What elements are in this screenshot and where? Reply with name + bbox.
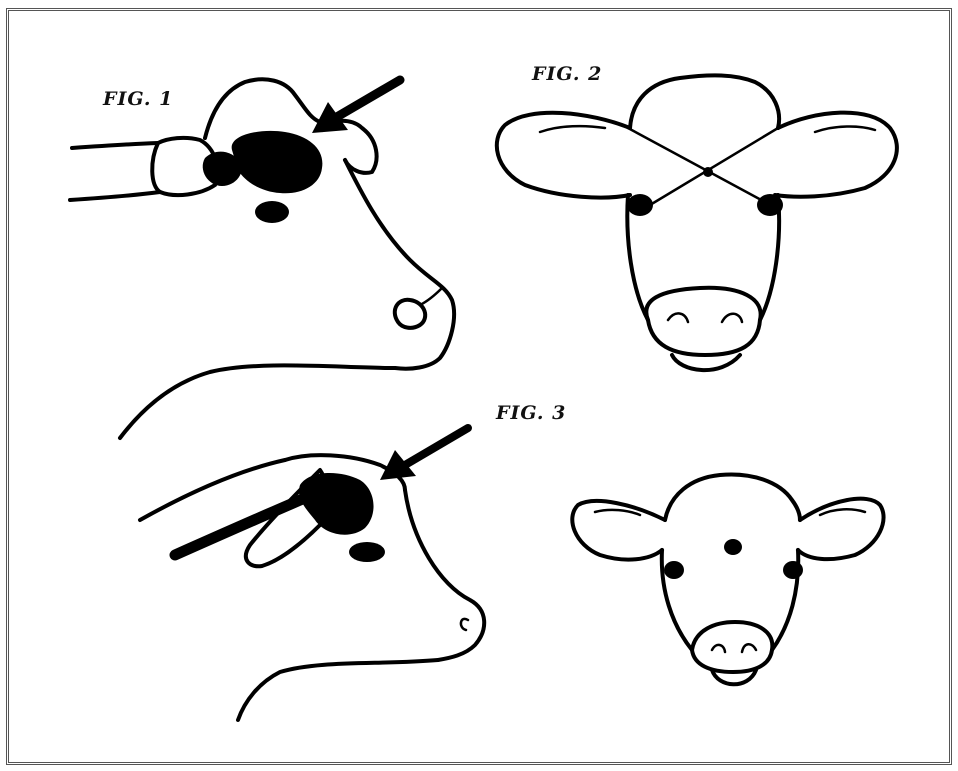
- fig2-label: FIG. 2: [532, 63, 602, 85]
- fig2-cow-head-front: [497, 75, 897, 370]
- fig3-label: FIG. 3: [496, 402, 566, 424]
- calf-head-front: [572, 474, 883, 684]
- fig1-cow-head-side: [70, 79, 454, 438]
- fig1-label: FIG. 1: [103, 88, 173, 110]
- fig3-arrow: [380, 428, 468, 480]
- fig3-cow-head-side: [140, 455, 484, 720]
